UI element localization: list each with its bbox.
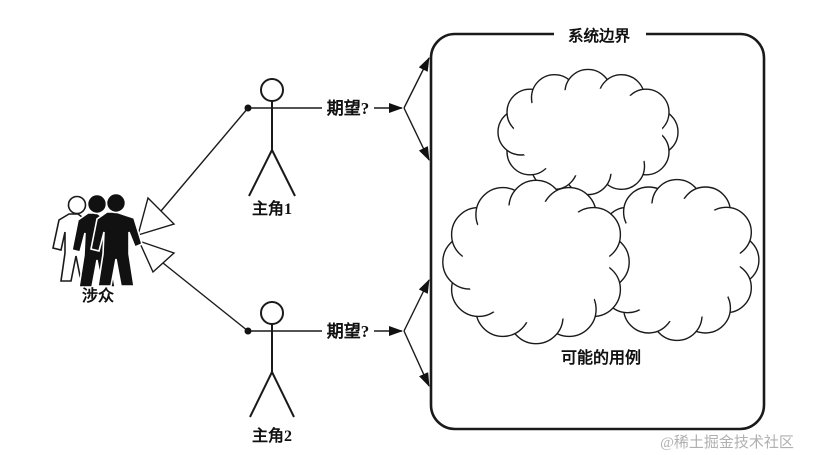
fork-arrows-actor2 — [403, 279, 430, 387]
cloud-bottom-left — [442, 179, 630, 345]
actor1-head — [260, 78, 284, 102]
generalization-lines — [160, 107, 249, 332]
expectation2-label: 期望? — [327, 321, 370, 341]
fork-line-a2-up — [403, 279, 430, 332]
use-cases-label: 可能的用例 — [561, 348, 641, 367]
actor1-figure — [244, 78, 403, 197]
actor2-head — [260, 301, 284, 325]
fork-line-a1-up — [403, 57, 430, 109]
expectation1-label: 期望? — [327, 98, 370, 118]
watermark-text: @稀土掘金技术社区 — [660, 434, 794, 451]
actor2-figure — [244, 301, 403, 418]
actor1-leg-right — [271, 149, 296, 197]
fork-line-a2-down — [403, 330, 430, 387]
stakeholder-person-front — [90, 211, 143, 287]
stakeholder-person-front-head — [105, 192, 127, 214]
system-boundary-label-bg — [554, 24, 646, 44]
cloud-body — [462, 201, 610, 323]
system-boundary-label: 系统边界 — [568, 26, 631, 45]
stakeholders-icon — [52, 192, 143, 288]
fork-arrows-actor1 — [403, 57, 430, 161]
fork-line-a1-down — [403, 107, 430, 161]
actor1-leg-left — [248, 149, 273, 197]
hollow-triangle-upper — [136, 196, 176, 237]
line-actor2-to-stakeholders — [162, 262, 249, 332]
stakeholder-person-mid-head — [86, 193, 108, 215]
actor1-label: 主角1 — [252, 199, 292, 218]
cloud-top — [497, 68, 679, 196]
actor2-leg-left — [249, 371, 273, 418]
hollow-triangle-lower — [137, 239, 176, 274]
actor2-leg-right — [271, 371, 295, 418]
cloud-body — [513, 88, 663, 176]
actor2-label: 主角2 — [252, 426, 292, 445]
cloud-body — [613, 198, 741, 322]
stakeholder-person-outline-head — [67, 195, 87, 215]
line-actor1-to-stakeholders — [160, 107, 249, 212]
cloud-bottom-right — [594, 178, 760, 342]
stakeholders-label: 涉众 — [82, 286, 115, 305]
